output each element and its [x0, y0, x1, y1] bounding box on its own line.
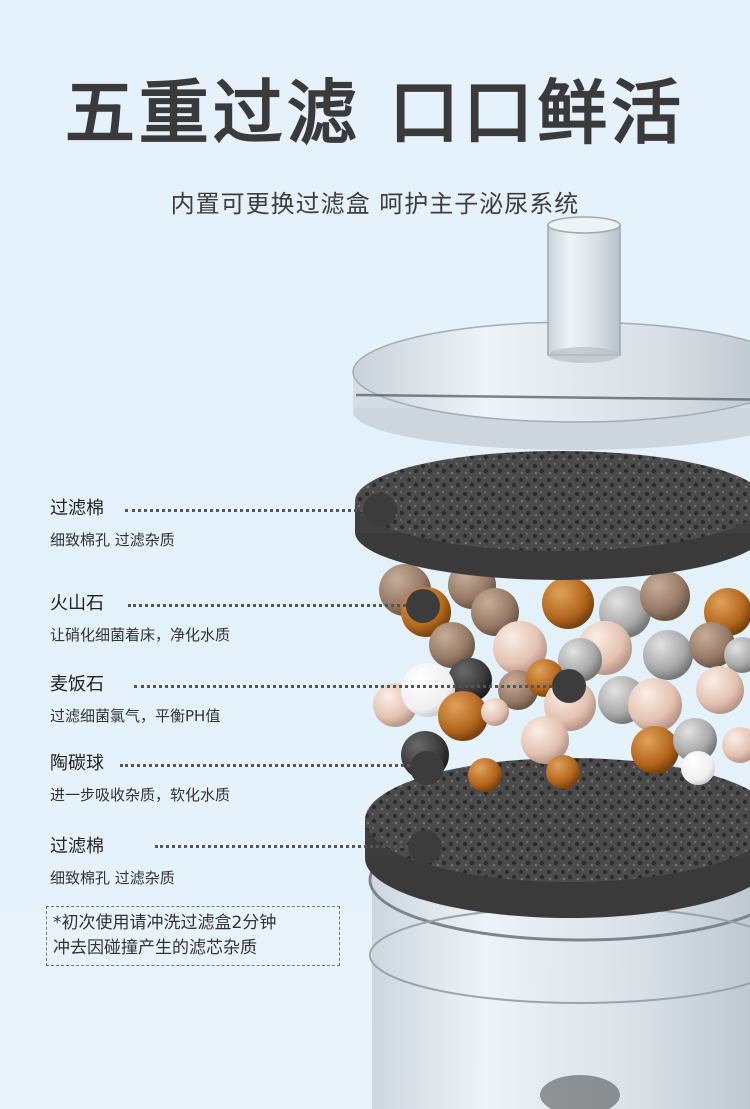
layer-label-maifan-stone: 麦饭石 过滤细菌氯气，平衡PH值	[50, 673, 220, 727]
layer-desc: 让硝化细菌着床，净化水质	[50, 626, 231, 644]
layer-desc: 过滤细菌氯气，平衡PH值	[50, 707, 221, 725]
layer-desc: 进一步吸收杂质，软化水质	[50, 786, 231, 804]
foam-disc-top	[355, 451, 750, 580]
page-title: 五重过滤 口口鲜活	[64, 72, 686, 154]
leader-line	[128, 604, 406, 607]
layer-desc: 细致棉孔 过滤杂质	[50, 869, 175, 887]
leader-dot	[406, 589, 440, 623]
layer-label-cotton-top: 过滤棉 细致棉孔 过滤杂质	[50, 497, 175, 551]
layer-name: 火山石	[50, 593, 104, 614]
filter-lid	[352, 216, 750, 450]
leader-dot	[552, 669, 586, 703]
layer-label-cotton-bottom: 过滤棉 细致棉孔 过滤杂质	[50, 835, 175, 889]
usage-note-line1: *初次使用请冲洗过滤盒2分钟	[53, 913, 277, 933]
leader-dot	[363, 493, 397, 527]
leader-line	[155, 845, 408, 848]
layer-label-volcanic-stone: 火山石 让硝化细菌着床，净化水质	[50, 592, 230, 646]
layer-name: 麦饭石	[50, 674, 104, 695]
layer-name: 过滤棉	[50, 836, 104, 857]
leader-dot	[408, 830, 442, 864]
page-subtitle: 内置可更换过滤盒 呵护主子泌尿系统	[170, 190, 580, 218]
foam-disc-bottom	[365, 758, 750, 918]
layer-label-ceramic-carbon-ball: 陶碳球 进一步吸收杂质，软化水质	[50, 752, 230, 806]
leader-line	[134, 685, 552, 688]
leader-dot	[410, 751, 444, 785]
leader-line	[120, 764, 410, 767]
usage-note: *初次使用请冲洗过滤盒2分钟 冲去因碰撞产生的滤芯杂质	[46, 906, 340, 966]
layer-desc: 细致棉孔 过滤杂质	[50, 531, 175, 549]
layer-name: 陶碳球	[50, 753, 104, 774]
layer-name: 过滤棉	[50, 498, 104, 519]
leader-line	[125, 509, 363, 512]
usage-note-line2: 冲去因碰撞产生的滤芯杂质	[53, 938, 257, 958]
